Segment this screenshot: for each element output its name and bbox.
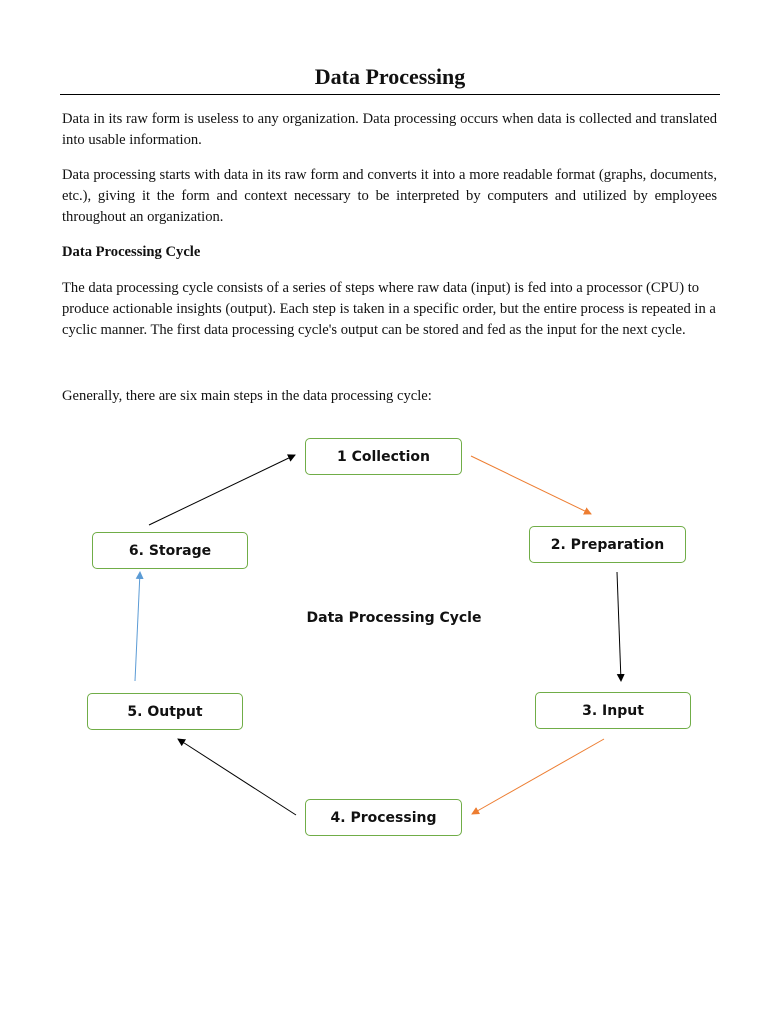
title-rule (60, 94, 720, 95)
arrow-processing-to-output (177, 738, 297, 816)
step-box-preparation: 2. Preparation (529, 526, 686, 563)
step-box-storage: 6. Storage (92, 532, 248, 569)
step-box-output: 5. Output (87, 693, 243, 730)
definition-paragraph: Data processing starts with data in its … (62, 167, 717, 225)
diagram-caption: Data Processing Cycle (306, 610, 482, 626)
arrow-preparation-to-input (616, 571, 625, 682)
step-box-processing: 4. Processing (305, 799, 462, 836)
steps-intro-paragraph: Generally, there are six main steps in t… (62, 388, 432, 404)
arrow-storage-to-collection (148, 454, 296, 526)
section-heading: Data Processing Cycle (62, 244, 201, 260)
arrow-output-to-storage (134, 571, 144, 682)
step-box-collection: 1 Collection (305, 438, 462, 475)
arrow-collection-to-preparation (470, 455, 592, 515)
intro-paragraph: Data in its raw form is useless to any o… (62, 111, 717, 148)
page-title: Data Processing (314, 64, 466, 89)
arrow-input-to-processing (471, 738, 605, 815)
cycle-description-paragraph: The data processing cycle consists of a … (62, 280, 716, 338)
step-box-input: 3. Input (535, 692, 691, 729)
